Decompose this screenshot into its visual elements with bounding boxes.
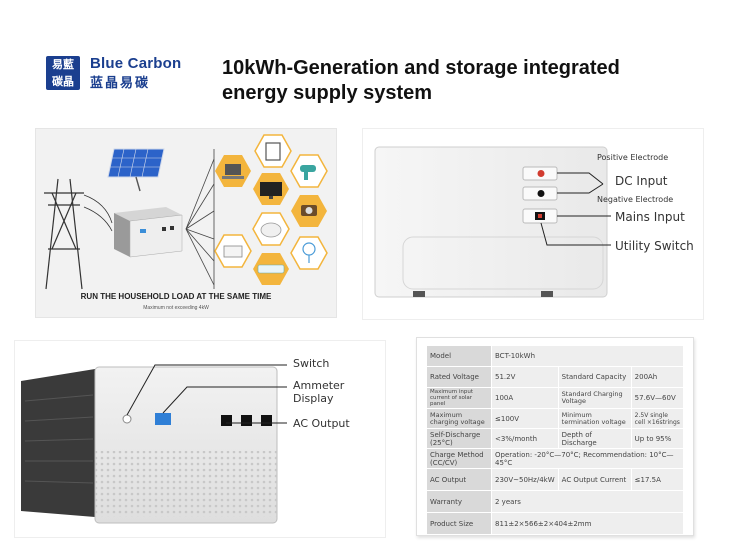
- ac-output-socket-1: [221, 415, 232, 426]
- table-row: Product Size 811±2×566±2×404±2mm: [426, 512, 684, 535]
- table-row: Maximum input current of solar panel 100…: [426, 387, 685, 409]
- camera-icon: [291, 195, 327, 227]
- solar-panel-icon: [107, 148, 165, 192]
- spec-value: 100A: [491, 387, 559, 409]
- air-conditioner-icon: [253, 253, 289, 285]
- page-title-line1: 10kWh-Generation and storage integrated: [222, 57, 620, 79]
- spec-key: Maximum charging voltage: [426, 408, 492, 429]
- spec-value: 2.5V single cell ×16strings: [630, 408, 685, 429]
- spec-key: Minimum termination voltage: [557, 408, 632, 429]
- spec-key: Standard Capacity: [557, 366, 632, 388]
- logo-glyph-bottom: 碳晶: [52, 76, 74, 88]
- spec-key: Warranty: [426, 490, 492, 513]
- spec-key: Rated Voltage: [426, 366, 492, 388]
- brand-logo: 易藍 碳晶: [46, 56, 80, 90]
- dc-input-panel: Positive Electrode DC Input Negative Ele…: [362, 128, 704, 320]
- spec-key: Depth of Discharge: [557, 428, 632, 449]
- front-view-illustration: [21, 364, 287, 524]
- page-title-line2: energy supply system: [222, 82, 433, 104]
- spec-key: Self-Discharge (25°C): [426, 428, 492, 449]
- spec-value: 51.2V: [491, 366, 559, 388]
- power-tower-icon: [44, 178, 113, 290]
- ac-output-socket-2: [241, 415, 252, 426]
- household-scene-illustration: [44, 134, 328, 290]
- page-title: 10kWh-Generation and storage integrated …: [222, 56, 620, 106]
- brand-name-english: Blue Carbon: [90, 55, 182, 72]
- spec-value: 811±2×566±2×404±2mm: [491, 512, 684, 535]
- table-row: Warranty 2 years: [426, 490, 684, 513]
- spec-key: AC Output: [426, 468, 492, 491]
- spec-value: 200Ah: [630, 366, 685, 388]
- negative-electrode-socket: [522, 186, 558, 201]
- ac-output-label: AC Output: [293, 417, 350, 430]
- spec-key: Standard Charging Voltage: [557, 387, 632, 409]
- positive-electrode-label: Positive Electrode: [597, 153, 669, 162]
- utility-switch-label: Utility Switch: [615, 239, 694, 253]
- spec-key: Maximum input current of solar panel: [426, 387, 492, 409]
- appliance-hexagons: [214, 134, 328, 285]
- switch-label: Switch: [293, 357, 330, 370]
- mains-input-label: Mains Input: [615, 210, 685, 224]
- household-scene-panel: [35, 128, 337, 318]
- spec-value: 230V~50Hz/4kW: [491, 468, 559, 491]
- mains-input-socket: [522, 208, 558, 224]
- negative-electrode-label: Negative Electrode: [597, 195, 674, 204]
- scene-caption: RUN THE HOUSEHOLD LOAD AT THE SAME TIME: [80, 292, 272, 301]
- table-row: AC Output 230V~50Hz/4kW AC Output Curren…: [426, 468, 685, 491]
- brand-name-chinese: 蓝晶易碳: [90, 75, 151, 90]
- spec-table: Model BCT-10kWh Rated Voltage 51.2V Stan…: [426, 345, 685, 535]
- ac-output-socket-3: [261, 415, 272, 426]
- fan-icon: [290, 236, 328, 270]
- spec-value: ≤100V: [491, 408, 559, 429]
- spec-value: ≤17.5A: [630, 468, 685, 491]
- table-row: Maximum charging voltage ≤100V Minimum t…: [426, 408, 685, 429]
- dc-side-illustration: [374, 146, 611, 298]
- spec-value: Operation: -20°C—70°C; Recommendation: 1…: [491, 448, 684, 469]
- spec-value: <3%/month: [491, 428, 559, 449]
- ammeter-display: [155, 413, 171, 425]
- spec-value: BCT-10kWh: [491, 345, 684, 367]
- logo-glyph-top: 易藍: [52, 59, 74, 71]
- spec-key: Product Size: [426, 512, 492, 535]
- ammeter-display-label: Ammeter Display: [293, 379, 345, 405]
- battery-unit-icon: [114, 207, 183, 258]
- spec-value: 2 years: [491, 490, 684, 513]
- table-row: Rated Voltage 51.2V Standard Capacity 20…: [426, 366, 685, 388]
- positive-electrode-socket: [522, 166, 558, 181]
- tv-icon: [253, 173, 289, 205]
- rice-cooker-icon: [252, 212, 290, 246]
- table-row: Charge Method (CC/CV) Operation: -20°C—7…: [426, 448, 684, 469]
- spec-value: 57.6V—60V: [630, 387, 685, 409]
- spec-table-card: Model BCT-10kWh Rated Voltage 51.2V Stan…: [416, 337, 694, 536]
- hair-dryer-icon: [290, 154, 328, 188]
- spec-key: Charge Method (CC/CV): [426, 448, 492, 469]
- tablet-icon: [254, 134, 292, 168]
- spec-key: AC Output Current: [557, 468, 632, 491]
- spec-key: Model: [426, 345, 492, 367]
- power-switch: [122, 414, 132, 424]
- scene-caption-sub: Maximum not exceeding 4kW: [143, 305, 209, 311]
- freezer-icon: [214, 234, 252, 268]
- spec-value: Up to 95%: [630, 428, 685, 449]
- dc-input-label: DC Input: [615, 174, 668, 188]
- table-row: Model BCT-10kWh: [426, 345, 684, 367]
- front-panel: Switch Ammeter Display AC Output: [14, 340, 386, 538]
- laptop-icon: [215, 155, 251, 187]
- table-row: Self-Discharge (25°C) <3%/month Depth of…: [426, 428, 685, 449]
